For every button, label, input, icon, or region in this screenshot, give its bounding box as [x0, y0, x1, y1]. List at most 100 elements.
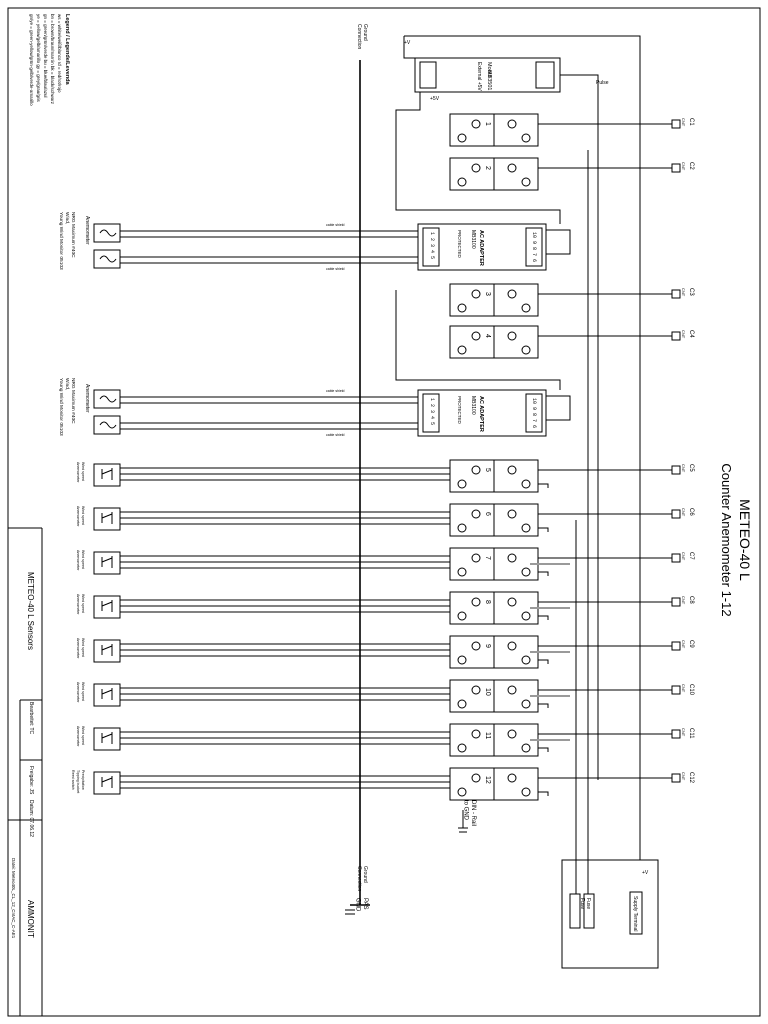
terminal-screw-icon [457, 479, 467, 489]
pulse-sensor-label-text: Wind speedAnemometer [76, 726, 85, 747]
terminal-screw-icon [507, 685, 517, 695]
channel-label-text: C11 [688, 728, 694, 739]
channel-sub-text: CNT [681, 728, 686, 737]
terminal-screw-icon [521, 655, 531, 665]
pulse-sensor-label-text: Wind speedAnemometer [76, 506, 85, 527]
module-pulse: Pulse [596, 80, 609, 86]
terminal-screw-icon [471, 685, 481, 695]
channel-label-text: C7 [688, 552, 694, 560]
pulse-sensor-label-text: Wind speedAnemometer [76, 550, 85, 571]
terminal-number: 10 [484, 688, 491, 696]
pulse-channel-row: Wind speedAnemometer [76, 459, 681, 493]
terminal-number: 4 [484, 334, 491, 338]
terminal-screw-icon [521, 567, 531, 577]
channel-label-text: C3 [688, 288, 694, 296]
terminal-screw-icon [457, 743, 467, 753]
pulse-sensor-label-text: Wind speedAnemometer [76, 462, 85, 483]
connector-pin [671, 509, 681, 519]
sensor-box [93, 507, 121, 531]
channel-sub: CNT [681, 330, 686, 339]
wire-tag: cable shield [326, 389, 345, 393]
adapter-line1: AC ADAPTER [478, 230, 484, 266]
sensor-box [93, 639, 121, 663]
pulse-switch-icon [101, 688, 113, 700]
terminal-number-text: 11 [484, 732, 491, 739]
channel-row [449, 283, 681, 317]
title-line2: Counter Anemometer 1-12 [719, 463, 734, 616]
channel-sub-text: CNT [681, 118, 686, 127]
channel-sub-text: CNT [681, 684, 686, 693]
pas-label: PASGND [355, 898, 369, 912]
channel-label-text: C4 [688, 330, 694, 338]
module-vplus: +V [404, 40, 411, 46]
pulse-channel-row: Wind speedAnemometer [76, 591, 681, 625]
channel-label-text: C10 [688, 684, 694, 696]
terminal-number-text: 7 [484, 556, 491, 560]
channel-sub: CNT [681, 728, 686, 737]
channel-sub-text: CNT [681, 464, 686, 473]
legend-line: bn = brown/braun/marrón bk = black/schwa… [50, 14, 55, 105]
terminal-screw-icon [457, 655, 467, 665]
terminal-screw-icon [457, 523, 467, 533]
legend-line: ws = white/weiß/blanco rd = red/rot/rojo [57, 14, 62, 93]
pas-label-text: PASGND [355, 898, 369, 912]
title-block: METEO-40 L Sensors Bearbeitet: TC Freiga… [8, 527, 43, 1016]
terminal-number-text: 4 [484, 334, 491, 338]
pulse-switch-icon [101, 468, 113, 480]
terminal-number-text: 6 [484, 512, 491, 516]
module-vout: +5V [430, 96, 440, 102]
terminal-screw-icon [507, 553, 517, 563]
channel-label: C7 [688, 552, 694, 560]
wire-tag: cable shield [326, 433, 345, 437]
terminal-number: 7 [484, 556, 491, 560]
channel-label: C9 [688, 640, 694, 648]
terminal-screw-icon [457, 787, 467, 797]
fuse-label: FuseFuse [579, 898, 591, 909]
channel-sub: CNT [681, 288, 686, 297]
terminal-number: 9 [484, 644, 491, 648]
connector-pin [671, 465, 681, 475]
channel-label: C5 [688, 464, 694, 472]
sensor-box [93, 595, 121, 619]
ac-sensor-name: Anemometer [84, 216, 90, 245]
pulse-switch-icon [101, 732, 113, 744]
module-line3: External +5V [476, 62, 482, 91]
ground-label-top-text: GroundConnection [356, 24, 368, 50]
supply-rail [404, 35, 641, 870]
terminal-screw-icon [457, 699, 467, 709]
terminal-screw-icon [471, 509, 481, 519]
terminal-screw-icon [507, 509, 517, 519]
sensor-box [93, 771, 121, 795]
channel-sub-text: CNT [681, 596, 686, 605]
terminal-screw-icon [521, 787, 531, 797]
pas-ground-symbol-icon [345, 904, 370, 915]
module-line1: Modul [486, 62, 492, 77]
pulse-rail [560, 74, 599, 780]
terminal-number: 8 [484, 600, 491, 604]
ground-label-bottom: GroundConnection [356, 866, 368, 892]
pulse-sensor-label: Wind speedAnemometer [76, 682, 85, 703]
channel-row [449, 157, 681, 191]
channel-label-text: C2 [688, 162, 694, 170]
adapter-pins-b: 10 9 8 7 6 [531, 398, 537, 428]
terminal-screw-icon [507, 465, 517, 475]
pulse-switch-icon [101, 512, 113, 524]
channel-label: C3 [688, 288, 694, 296]
adapter-line2: MB3100 [470, 396, 476, 415]
terminal-number: 2 [484, 166, 491, 170]
channel-label: C11 [688, 728, 694, 739]
pulse-sensor-label-text: PrecipitationTipping bucketReed switch [71, 770, 85, 793]
connector-pin [671, 641, 681, 651]
checked-by: Freigabe: JS [28, 766, 34, 795]
terminal-screw-icon [457, 567, 467, 577]
supply-box: Supply Terminal FuseFuse +V [561, 859, 659, 969]
terminal-screw-icon [507, 641, 517, 651]
supply-vplus: +V [642, 870, 649, 876]
pulse-channel-row: Wind speedAnemometer [76, 635, 681, 669]
drawing-date: Datum: 07.06.12 [28, 800, 34, 837]
connector-pin [671, 685, 681, 695]
terminal-screw-icon [521, 479, 531, 489]
ground-label-bottom-text: GroundConnection [356, 866, 368, 892]
legend: Legend / Legende/Levenda ws = white/weiß… [29, 14, 70, 106]
